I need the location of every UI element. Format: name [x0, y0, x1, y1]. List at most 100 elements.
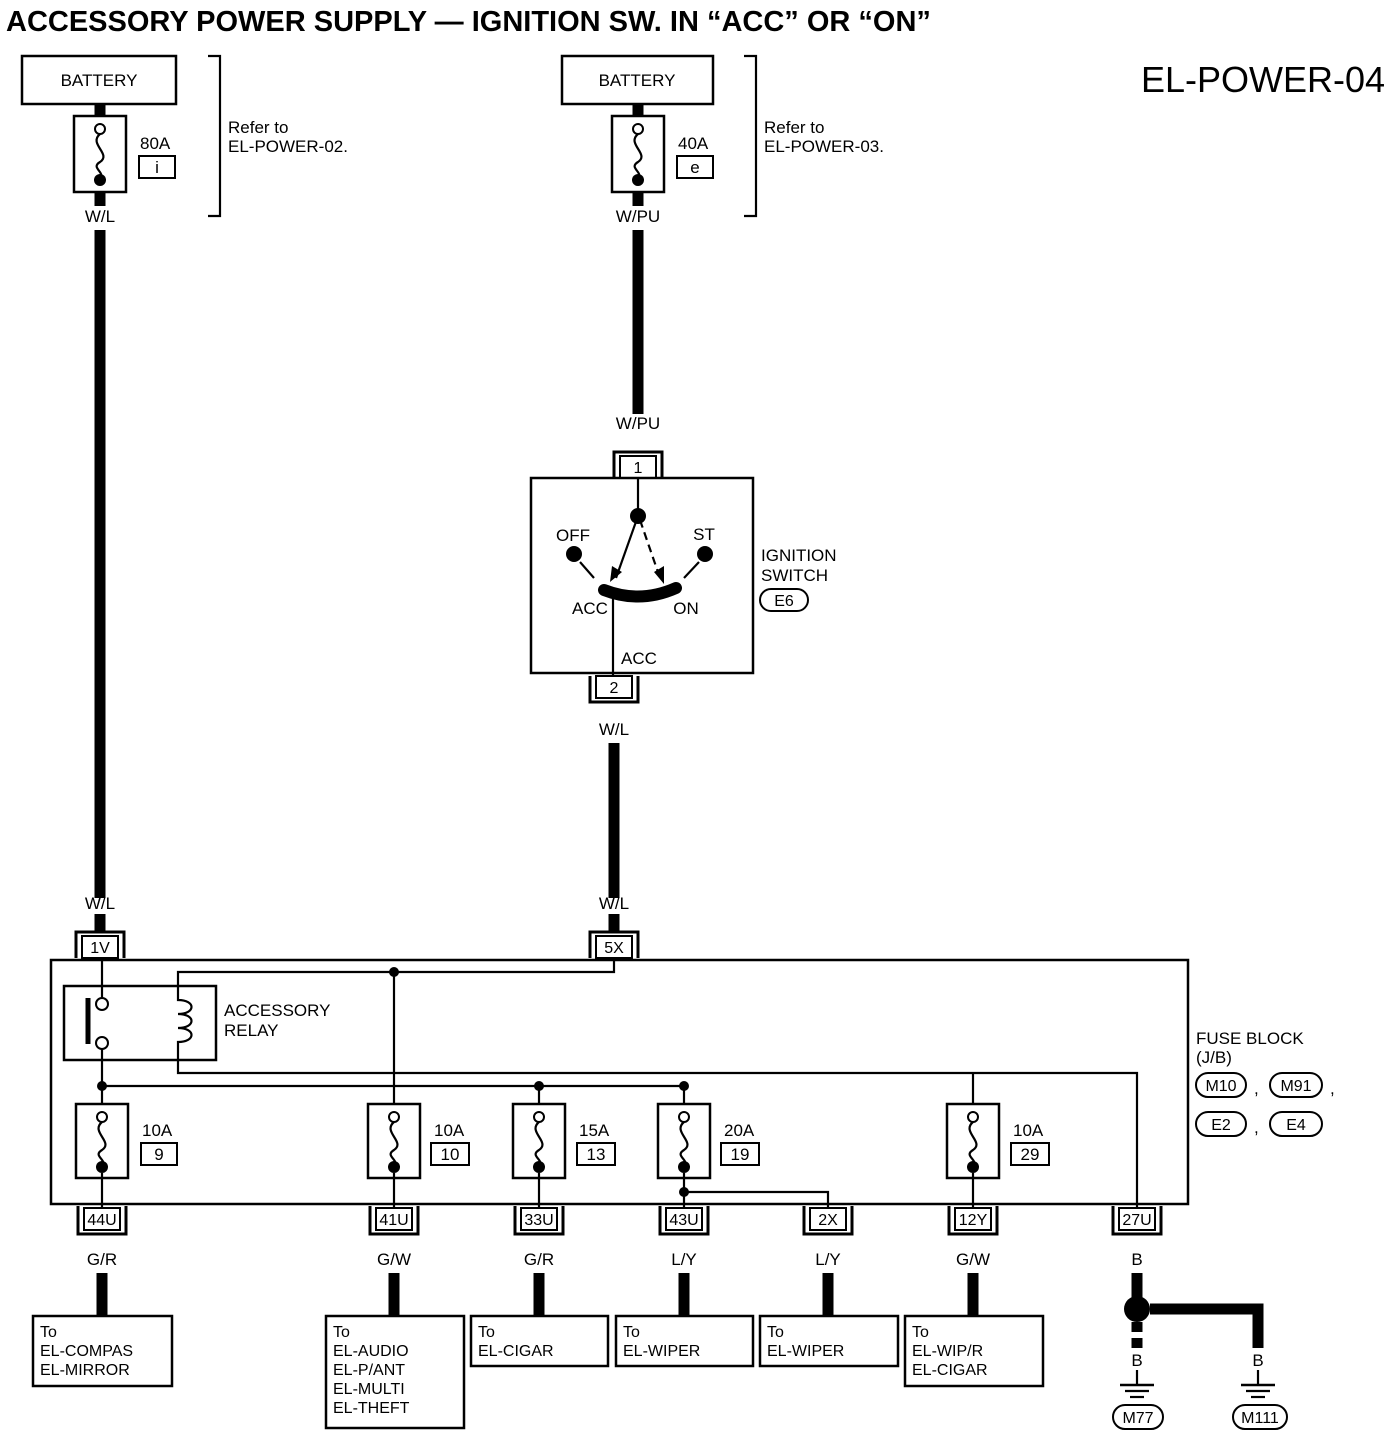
refer-right-line1: Refer to	[764, 118, 824, 137]
output-33u: 33U G/R To EL-CIGAR	[469, 1206, 610, 1368]
wire-label-gr-44u: G/R	[87, 1250, 117, 1269]
fuse-19-number: 19	[731, 1145, 750, 1164]
fuse-40a-id: e	[690, 158, 699, 177]
dest-41u-line0: To	[333, 1324, 350, 1341]
diagram-title: ACCESSORY POWER SUPPLY — IGNITION SW. IN…	[6, 6, 931, 38]
output-2x: 2X L/Y To EL-WIPER	[758, 1206, 900, 1368]
connector-pin-27u: 27U	[1122, 1212, 1151, 1229]
ignition-switch-connector: E6	[774, 593, 794, 610]
wire-label-gw-12y: G/W	[956, 1250, 990, 1269]
fuse-29-rating: 10A	[1013, 1121, 1044, 1140]
ignition-switch-name1: IGNITION	[761, 546, 837, 565]
connector-pin-33u: 33U	[524, 1212, 553, 1229]
battery-left: BATTERY 80A i W/L Refer to EL-POWER-02.	[20, 54, 348, 226]
fuse-10-number: 10	[441, 1145, 460, 1164]
wire-label-b-27u: B	[1131, 1250, 1142, 1269]
fuse-80a-id: i	[155, 158, 159, 177]
ignition-switch: W/PU 1 OFF ST ACC ON ACC 2 IGNITION SWIT…	[529, 414, 837, 704]
connector-pin-12y: 12Y	[959, 1212, 988, 1229]
switch-pos-on: ON	[673, 599, 699, 618]
fuse-block-conn-e2: E2	[1211, 1117, 1231, 1134]
fuse-9-number: 9	[154, 1145, 163, 1164]
dest-43u-line1: EL-WIPER	[623, 1343, 700, 1360]
dest-44u-line2: EL-MIRROR	[40, 1362, 130, 1379]
output-12y: 12Y G/W To EL-WIP/R EL-CIGAR	[903, 1206, 1045, 1388]
output-44u: 44U G/R To EL-COMPAS EL-MIRROR	[31, 1206, 174, 1388]
connector-pin-2: 2	[610, 680, 619, 697]
dest-41u-line4: EL-THEFT	[333, 1400, 410, 1417]
wire-label-ly-2x: L/Y	[815, 1250, 841, 1269]
dest-2x-line1: EL-WIPER	[767, 1343, 844, 1360]
dest-12y-line1: EL-WIP/R	[912, 1343, 983, 1360]
fuse-block-conn-m91: M91	[1280, 1078, 1311, 1095]
connector-pin-5x: 5X	[604, 940, 624, 957]
relay-name1: ACCESSORY	[224, 1001, 330, 1020]
wire-label-b-m77: B	[1131, 1351, 1142, 1370]
fuse-block-name2: (J/B)	[1196, 1048, 1232, 1067]
fuse-29-number: 29	[1021, 1145, 1040, 1164]
ignition-switch-name2: SWITCH	[761, 566, 828, 585]
fuse-block: W/L W/L 1V 5X ACCESSORY RELAY	[49, 894, 1335, 1212]
dest-12y-line2: EL-CIGAR	[912, 1362, 988, 1379]
refer-left-line1: Refer to	[228, 118, 288, 137]
dest-41u-line1: EL-AUDIO	[333, 1343, 409, 1360]
fuse-block-conn-e4: E4	[1286, 1117, 1306, 1134]
fuse-19: 20A 19	[656, 1102, 760, 1180]
refer-right-line2: EL-POWER-03.	[764, 137, 884, 156]
wire-label-ly-43u: L/Y	[671, 1250, 697, 1269]
wire-label-b-m111: B	[1252, 1351, 1263, 1370]
fuse-block-name1: FUSE BLOCK	[1196, 1029, 1304, 1048]
battery-right: BATTERY 40A e W/PU Refer to EL-POWER-03.	[560, 54, 884, 226]
wire-label-gr-33u: G/R	[524, 1250, 554, 1269]
refer-left-line2: EL-POWER-02.	[228, 137, 348, 156]
switch-out-acc: ACC	[621, 649, 657, 668]
wire-label-wpu-top: W/PU	[616, 207, 660, 226]
fuse-80a-rating: 80A	[140, 134, 171, 153]
fuse-block-sep-2: ,	[1330, 1079, 1335, 1098]
fuse-9-rating: 10A	[142, 1121, 173, 1140]
wire-label-wl-right-lower: W/L	[599, 894, 629, 913]
battery-left-label: BATTERY	[61, 71, 138, 90]
wire-label-wl-top: W/L	[85, 207, 115, 226]
switch-pos-acc: ACC	[572, 599, 608, 618]
connector-pin-2x: 2X	[818, 1212, 838, 1229]
wire-label-wl-left-lower: W/L	[85, 894, 115, 913]
dest-2x-line0: To	[767, 1324, 784, 1341]
ignition-switch-box	[529, 476, 755, 675]
fuse-29: 10A 29	[945, 1102, 1050, 1180]
relay-name2: RELAY	[224, 1021, 279, 1040]
fuse-block-sep-3: ,	[1254, 1118, 1259, 1137]
fuse-19-rating: 20A	[724, 1121, 755, 1140]
fuse-9: 10A 9	[74, 1102, 178, 1180]
fuse-40a-rating: 40A	[678, 134, 709, 153]
dest-41u-line3: EL-MULTI	[333, 1381, 405, 1398]
dest-33u-line0: To	[478, 1324, 495, 1341]
wire-label-wpu-switch: W/PU	[616, 414, 660, 433]
fuse-block-box	[49, 958, 1190, 1206]
fuse-10-rating: 10A	[434, 1121, 465, 1140]
battery-right-box	[560, 54, 715, 106]
battery-right-label: BATTERY	[599, 71, 676, 90]
switch-pos-st: ST	[693, 525, 715, 544]
ground-circuit: 27U B B B M77 M111	[1111, 1206, 1288, 1430]
dest-12y-line0: To	[912, 1324, 929, 1341]
fuse-13-number: 13	[587, 1145, 606, 1164]
fuse-13: 15A 13	[511, 1102, 616, 1180]
connector-pin-1v: 1V	[90, 940, 110, 957]
switch-pos-off: OFF	[556, 526, 590, 545]
fuse-13-rating: 15A	[579, 1121, 610, 1140]
connector-pin-43u: 43U	[669, 1212, 698, 1229]
dest-44u-line1: EL-COMPAS	[40, 1343, 133, 1360]
wire-label-wl-switch: W/L	[599, 720, 629, 739]
fuse-block-conn-m10: M10	[1205, 1078, 1236, 1095]
output-43u: 43U L/Y To EL-WIPER	[614, 1206, 755, 1368]
output-41u: 41U G/W To EL-AUDIO EL-P/ANT EL-MULTI EL…	[324, 1206, 466, 1430]
diagram-code: EL-POWER-04	[1141, 59, 1385, 100]
dest-33u-line1: EL-CIGAR	[478, 1343, 554, 1360]
battery-left-box	[20, 54, 178, 106]
wire-label-gw-41u: G/W	[377, 1250, 411, 1269]
dest-44u-line0: To	[40, 1324, 57, 1341]
connector-pin-1: 1	[634, 460, 643, 477]
connector-pin-41u: 41U	[379, 1212, 408, 1229]
